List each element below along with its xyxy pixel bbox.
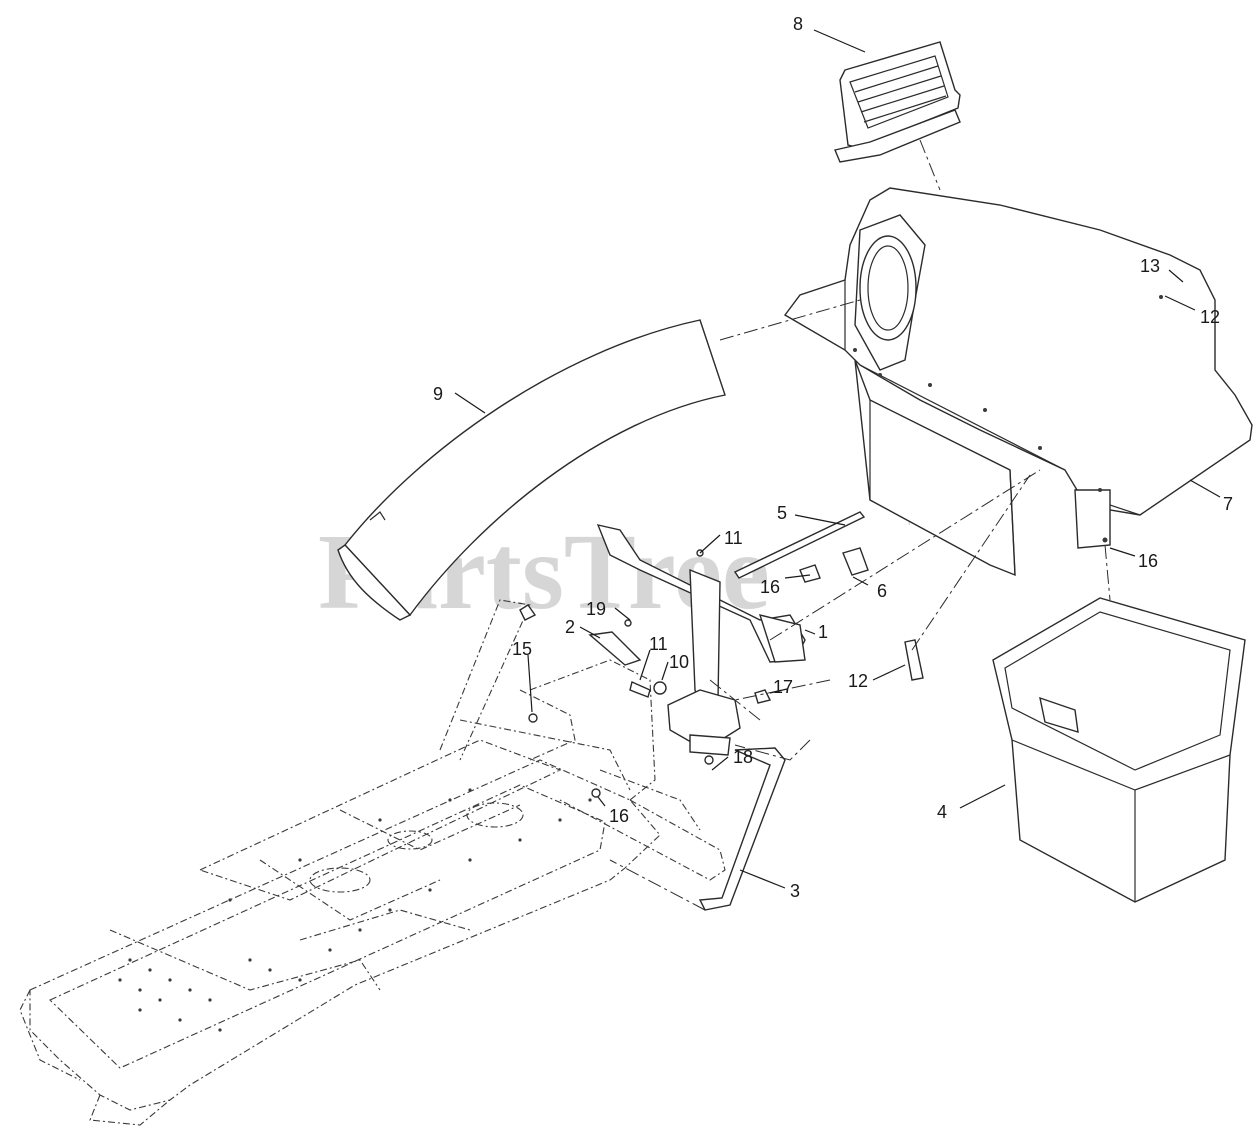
callout-19: 19 bbox=[586, 599, 606, 619]
mounting-bracket-frame bbox=[596, 524, 806, 756]
callout-9: 9 bbox=[433, 384, 443, 404]
callout-16-bottom: 16 bbox=[609, 806, 629, 826]
callout-7: 7 bbox=[1223, 494, 1233, 514]
assembly-lines bbox=[609, 139, 1111, 911]
callout-12: 12 bbox=[848, 671, 868, 691]
callout-13: 12 bbox=[1200, 307, 1220, 327]
callout-labels: 8 13 12 9 7 5 11 16 16 6 19 2 1 11 15 10… bbox=[433, 14, 1233, 901]
hopper-lid bbox=[783, 187, 1253, 577]
callout-16-right: 16 bbox=[1138, 551, 1158, 571]
callout-11-upper: 11 bbox=[724, 528, 743, 548]
hardware bbox=[519, 547, 924, 798]
callout-17: 17 bbox=[773, 677, 793, 697]
callout-8: 8 bbox=[793, 14, 803, 34]
callout-16-left: 15 bbox=[512, 639, 532, 659]
callout-11-lower: 11 bbox=[649, 634, 668, 654]
callout-10: 10 bbox=[669, 652, 689, 672]
support-bar bbox=[698, 747, 786, 911]
callout-3: 3 bbox=[790, 881, 800, 901]
callout-2: 2 bbox=[565, 617, 575, 637]
callout-6: 6 bbox=[877, 581, 887, 601]
support-rod-pin bbox=[733, 511, 866, 579]
callout-1: 1 bbox=[818, 622, 828, 642]
leader-lines bbox=[454, 29, 1221, 889]
screen-filter bbox=[834, 41, 961, 163]
callout-18: 18 bbox=[733, 747, 753, 767]
callout-5: 5 bbox=[777, 503, 787, 523]
callout-14: 13 bbox=[1140, 256, 1160, 276]
callout-4: 4 bbox=[937, 802, 947, 822]
grass-bag-container bbox=[992, 597, 1246, 903]
callout-15: 16 bbox=[760, 577, 780, 597]
mower-frame-outline bbox=[19, 599, 726, 1126]
discharge-tube bbox=[337, 319, 726, 621]
